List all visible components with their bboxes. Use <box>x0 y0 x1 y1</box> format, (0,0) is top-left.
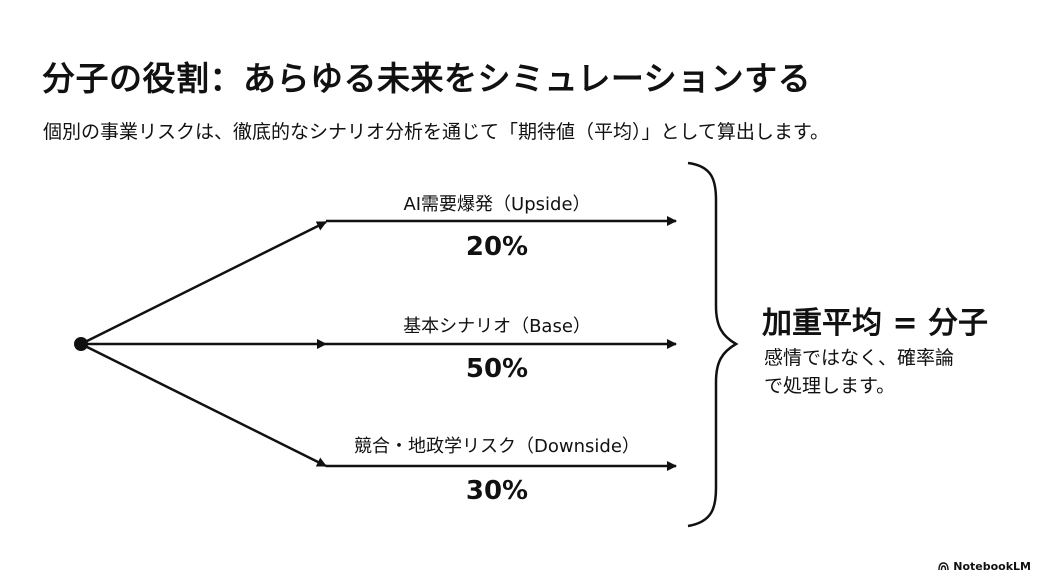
result-description-line-1: 感情ではなく、確率論 <box>764 347 955 369</box>
branch-label-downside: 競合・地政学リスク（Downside） <box>354 436 640 457</box>
branch-edge-upside <box>80 220 327 346</box>
branch-edge-downside <box>80 342 327 468</box>
branch-probability-upside: 20% <box>465 232 529 262</box>
branch-label-upside: AI需要爆発（Upside） <box>403 194 591 215</box>
page-title: 分子の役割：あらゆる未来をシミュレーションする <box>42 59 812 98</box>
curly-brace <box>687 161 739 528</box>
result-description-line-2: で処理します。 <box>764 375 896 397</box>
result-description: 感情ではなく、確率論 で処理します。 <box>764 344 954 400</box>
brand-name: NotebookLM <box>953 560 1031 573</box>
branch-label-base: 基本シナリオ（Base） <box>403 316 591 337</box>
branch-probability-downside: 30% <box>465 476 529 506</box>
page-subtitle: 個別の事業リスクは、徹底的なシナリオ分析を通じて「期待値（平均）」として算出しま… <box>43 121 830 143</box>
brand-watermark: NotebookLM <box>938 560 1031 573</box>
branch-probability-base: 50% <box>465 354 529 384</box>
notebooklm-logo-icon <box>938 562 949 571</box>
result-title: 加重平均 = 分子 <box>762 306 989 341</box>
